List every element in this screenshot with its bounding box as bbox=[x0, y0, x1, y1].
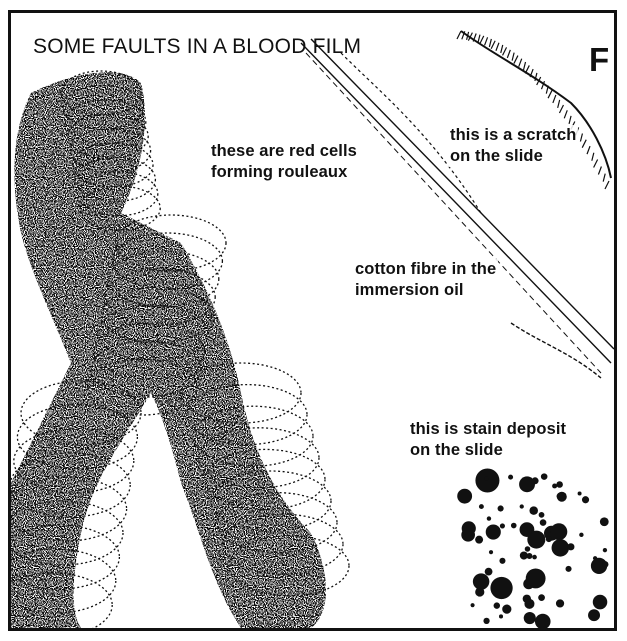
stain-dot bbox=[457, 489, 472, 504]
illustration bbox=[11, 13, 614, 628]
figure-panel: SOME FAULTS IN A BLOOD FILM F these are … bbox=[8, 10, 617, 631]
stain-dot bbox=[479, 504, 484, 509]
stain-dot bbox=[498, 505, 504, 511]
label-scratch: this is a scratch on the slide bbox=[448, 125, 578, 167]
stain-dot bbox=[487, 516, 491, 520]
stain-dot bbox=[525, 546, 531, 552]
stain-dot bbox=[582, 496, 589, 503]
stain-dot bbox=[602, 561, 608, 567]
stain-dot bbox=[578, 491, 582, 495]
cotton-fibre bbox=[301, 39, 614, 378]
stain-dot bbox=[552, 539, 570, 557]
stain-dot bbox=[489, 550, 493, 554]
stain-dot bbox=[500, 523, 505, 528]
stain-dot bbox=[485, 568, 493, 576]
stain-dot bbox=[490, 577, 512, 599]
label-stain-line-1: this is stain deposit bbox=[408, 419, 568, 440]
figure-title: SOME FAULTS IN A BLOOD FILM bbox=[33, 35, 361, 59]
label-scratch-line-2: on the slide bbox=[448, 146, 578, 167]
stain-dot bbox=[486, 524, 501, 539]
stain-dot bbox=[593, 595, 608, 610]
stain-dot bbox=[475, 468, 499, 492]
stain-dot bbox=[552, 483, 557, 488]
stain-dot bbox=[475, 536, 483, 544]
stain-deposit bbox=[457, 468, 608, 628]
stain-dot bbox=[484, 477, 488, 481]
stain-dot bbox=[499, 614, 503, 618]
stain-dot bbox=[538, 594, 545, 601]
stain-dot bbox=[511, 523, 517, 529]
stain-dot bbox=[541, 473, 548, 480]
stain-dot bbox=[556, 599, 564, 607]
stain-dot bbox=[529, 506, 538, 515]
stain-dot bbox=[535, 614, 551, 628]
stain-dot bbox=[526, 553, 532, 559]
stain-dot bbox=[565, 566, 571, 572]
stain-dot bbox=[600, 517, 609, 526]
stain-dot bbox=[603, 548, 607, 552]
stain-dot bbox=[473, 573, 489, 589]
panel-letter: F bbox=[589, 41, 609, 79]
stain-dot bbox=[462, 521, 476, 535]
stain-dot bbox=[557, 493, 564, 500]
label-fibre-line-2: immersion oil bbox=[353, 280, 498, 301]
label-stain-line-2: on the slide bbox=[408, 440, 568, 461]
stain-dot bbox=[539, 512, 545, 518]
stain-dot bbox=[526, 568, 546, 588]
stain-dot bbox=[556, 481, 563, 488]
label-scratch-line-1: this is a scratch bbox=[448, 125, 578, 146]
stain-dot bbox=[546, 536, 552, 542]
stain-dot bbox=[524, 599, 534, 609]
stain-dot bbox=[579, 533, 583, 537]
label-stain: this is stain deposit on the slide bbox=[408, 419, 568, 461]
stain-dot bbox=[508, 475, 513, 480]
stain-dot bbox=[494, 602, 500, 608]
stain-dot bbox=[471, 603, 475, 607]
stain-dot bbox=[499, 558, 505, 564]
label-fibre: cotton fibre in the immersion oil bbox=[353, 259, 498, 301]
stain-dot bbox=[502, 605, 511, 614]
stain-dot bbox=[524, 612, 536, 624]
stain-dot bbox=[483, 618, 489, 624]
label-rouleaux-line-1: these are red cells bbox=[209, 141, 359, 162]
stain-dot bbox=[520, 504, 524, 508]
stain-dot bbox=[532, 555, 537, 560]
label-fibre-line-1: cotton fibre in the bbox=[353, 259, 498, 280]
stain-dot bbox=[540, 519, 547, 526]
stain-dot bbox=[519, 476, 535, 492]
stain-dot bbox=[567, 543, 574, 550]
stain-dot bbox=[588, 609, 600, 621]
label-rouleaux: these are red cells forming rouleaux bbox=[209, 141, 359, 183]
stain-dot bbox=[550, 523, 567, 540]
stain-dot bbox=[527, 531, 545, 549]
label-rouleaux-line-2: forming rouleaux bbox=[209, 162, 359, 183]
